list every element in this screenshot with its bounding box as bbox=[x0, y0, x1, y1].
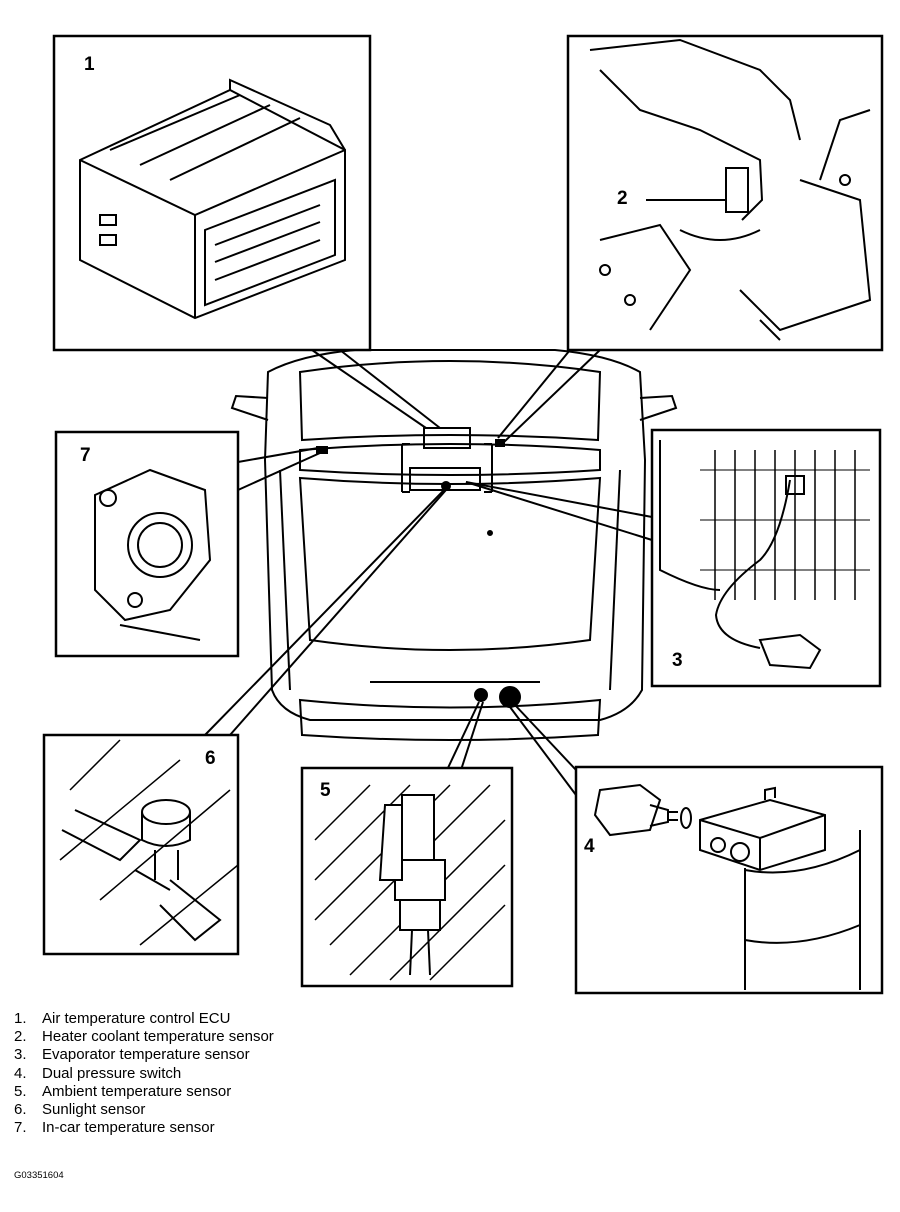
legend-number: 5. bbox=[14, 1082, 27, 1100]
ecu-unit-drawing bbox=[79, 78, 346, 320]
evaporator-drawing bbox=[659, 440, 870, 670]
callout-7: 7 bbox=[80, 445, 91, 466]
panel-heater-coolant-sensor: 2 bbox=[566, 34, 884, 352]
panel-ambient-sensor: 5 bbox=[300, 766, 514, 988]
legend-item: 5. Ambient temperature sensor bbox=[14, 1083, 274, 1101]
callout-4: 4 bbox=[584, 836, 595, 857]
legend-label: Evaporator temperature sensor bbox=[42, 1046, 250, 1064]
pressure-switch-drawing bbox=[593, 783, 861, 990]
callout-2: 2 bbox=[617, 188, 628, 209]
panel-ecu: 1 bbox=[52, 34, 372, 352]
panel-in-car-sensor: 7 bbox=[54, 430, 240, 658]
callout-5: 5 bbox=[320, 780, 331, 801]
callout-1: 1 bbox=[84, 54, 95, 75]
legend-number: 1. bbox=[14, 1010, 27, 1027]
legend-item: 4. Dual pressure switch bbox=[14, 1065, 274, 1083]
panel-evaporator-sensor: 3 bbox=[650, 428, 882, 688]
legend-item: 2. Heater coolant temperature sensor bbox=[14, 1028, 274, 1046]
legend-number: 3. bbox=[14, 1046, 27, 1064]
component-location-diagram: 1 2 bbox=[42, 34, 884, 995]
legend-label: Dual pressure switch bbox=[42, 1064, 182, 1082]
legend-label: Heater coolant temperature sensor bbox=[42, 1028, 274, 1046]
legend-number: 2. bbox=[14, 1028, 27, 1046]
heater-core-drawing bbox=[589, 38, 872, 341]
legend-item: 3. Evaporator temperature sensor bbox=[14, 1046, 274, 1064]
legend-item: 6. Sunlight sensor bbox=[14, 1101, 274, 1119]
figure-id: G03351604 bbox=[14, 1170, 64, 1181]
legend-number: 4. bbox=[14, 1064, 27, 1082]
panel-sunlight-sensor: 6 bbox=[42, 733, 240, 956]
legend-item: 1. Air temperature control ECU bbox=[14, 1010, 274, 1028]
legend-label: Ambient temperature sensor bbox=[42, 1082, 232, 1100]
ambient-sensor-drawing bbox=[314, 784, 506, 981]
legend-label: In-car temperature sensor bbox=[42, 1119, 215, 1137]
panel-dual-pressure-switch: 4 bbox=[574, 765, 884, 995]
callout-3: 3 bbox=[672, 650, 683, 671]
legend-number: 6. bbox=[14, 1101, 27, 1119]
legend-label: Sunlight sensor bbox=[42, 1101, 146, 1119]
legend-list: 1. Air temperature control ECU 2. Heater c… bbox=[14, 1010, 274, 1137]
callout-6: 6 bbox=[205, 748, 216, 769]
legend-label: Air temperature control ECU bbox=[42, 1010, 231, 1027]
legend-item: 7. In-car temperature sensor bbox=[14, 1119, 274, 1137]
legend-number: 7. bbox=[14, 1119, 27, 1137]
vehicle-top-view bbox=[230, 349, 678, 741]
leader-lines bbox=[204, 349, 653, 796]
in-car-sensor-drawing bbox=[94, 468, 212, 641]
sunlight-sensor-drawing bbox=[59, 739, 239, 946]
